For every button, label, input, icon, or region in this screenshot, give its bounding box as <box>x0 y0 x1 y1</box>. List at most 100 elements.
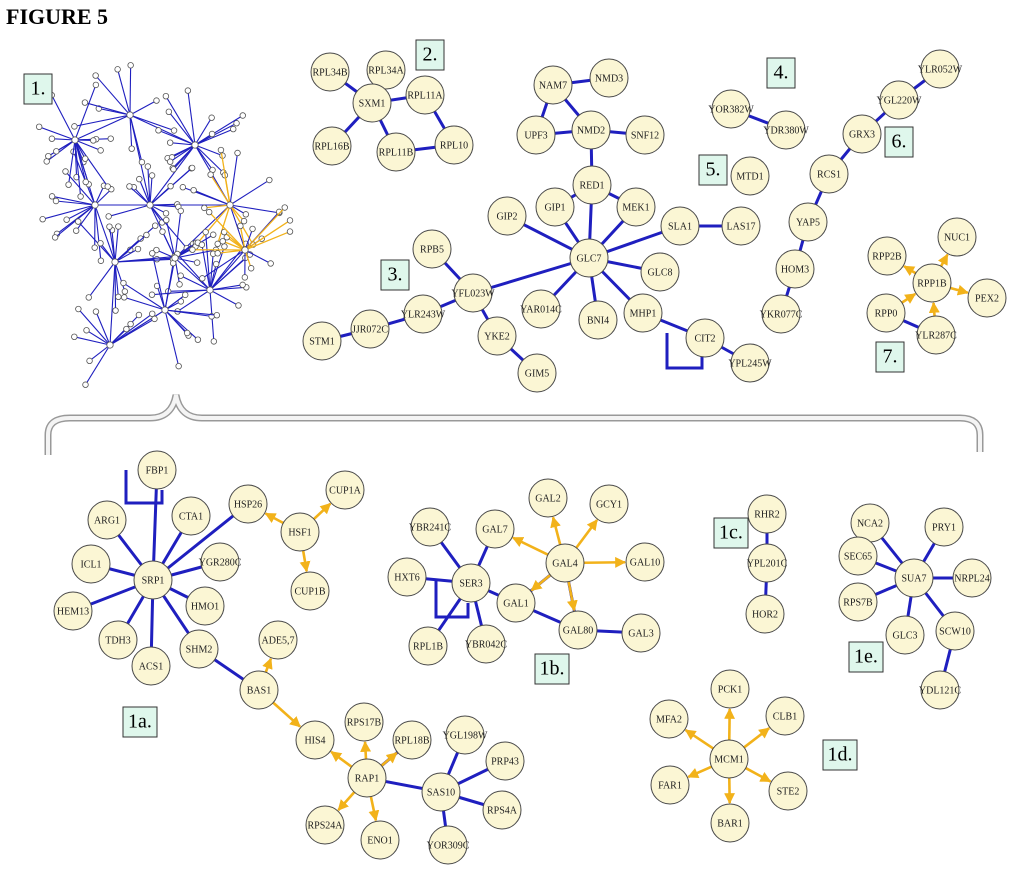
node-gal80[interactable]: GAL80 <box>558 610 598 650</box>
node-cta1[interactable]: CTA1 <box>171 496 211 536</box>
node-sua7[interactable]: SUA7 <box>894 558 934 598</box>
node-yar014c[interactable]: YAR014C <box>520 289 562 329</box>
node-rps7b[interactable]: RPS7B <box>838 582 878 622</box>
node-ypl245w[interactable]: YPL245W <box>728 343 772 383</box>
node-ylr052w[interactable]: YLR052W <box>918 49 963 89</box>
node-ydl121c[interactable]: YDL121C <box>919 670 962 710</box>
node-fbp1[interactable]: FBP1 <box>137 450 177 490</box>
node-ypl201c[interactable]: YPL201C <box>747 543 788 583</box>
node-nuc1[interactable]: NUC1 <box>937 217 977 257</box>
node-ygr280c[interactable]: YGR280C <box>199 542 242 582</box>
node-gim5[interactable]: GIM5 <box>517 353 557 393</box>
node-glc7[interactable]: GLC7 <box>569 238 609 278</box>
node-grx3[interactable]: GRX3 <box>842 114 882 154</box>
node-glc8[interactable]: GLC8 <box>640 252 680 292</box>
node-yap5[interactable]: YAP5 <box>788 202 828 242</box>
node-jjr072c[interactable]: JJR072C <box>350 309 390 349</box>
node-ylr287c[interactable]: YLR287C <box>915 315 957 355</box>
node-red1[interactable]: RED1 <box>572 165 612 205</box>
node-las17[interactable]: LAS17 <box>721 206 761 246</box>
node-hsp26[interactable]: HSP26 <box>228 484 268 524</box>
node-rps24a[interactable]: RPS24A <box>305 805 345 845</box>
node-ydr380w[interactable]: YDR380W <box>763 110 809 150</box>
node-rpb5[interactable]: RPB5 <box>412 229 452 269</box>
node-pry1[interactable]: PRY1 <box>924 507 964 547</box>
node-sla1[interactable]: SLA1 <box>660 206 700 246</box>
node-rpp2b[interactable]: RPP2B <box>867 236 907 276</box>
node-ygl220w[interactable]: YGL220W <box>877 80 923 120</box>
node-rps4a[interactable]: RPS4A <box>482 790 522 830</box>
node-rpl16b[interactable]: RPL16B <box>312 126 352 166</box>
node-sas10[interactable]: SAS10 <box>421 772 461 812</box>
node-rcs1[interactable]: RCS1 <box>809 154 849 194</box>
node-rhr2[interactable]: RHR2 <box>747 494 787 534</box>
node-rpl34b[interactable]: RPL34B <box>310 52 350 92</box>
node-ybr241c[interactable]: YBR241C <box>409 507 452 547</box>
node-acs1[interactable]: ACS1 <box>131 646 171 686</box>
node-bar1[interactable]: BAR1 <box>710 803 750 843</box>
node-pex2[interactable]: PEX2 <box>967 278 1007 318</box>
node-nmd3[interactable]: NMD3 <box>589 58 629 98</box>
node-bni4[interactable]: BNI4 <box>578 300 618 340</box>
node-ser3[interactable]: SER3 <box>451 563 491 603</box>
node-rpl34a[interactable]: RPL34A <box>366 50 406 90</box>
node-ade5-7[interactable]: ADE5,7 <box>258 620 298 660</box>
node-ybr042c[interactable]: YBR042C <box>465 624 508 664</box>
node-rpp0[interactable]: RPP0 <box>866 293 906 333</box>
node-sxm1[interactable]: SXM1 <box>352 83 392 123</box>
node-hem13[interactable]: HEM13 <box>53 591 93 631</box>
node-ygl198w[interactable]: YGL198W <box>443 715 489 755</box>
node-eno1[interactable]: ENO1 <box>360 820 400 860</box>
node-glc3[interactable]: GLC3 <box>885 615 925 655</box>
node-yfl023w[interactable]: YFL023W <box>451 273 495 313</box>
node-gcy1[interactable]: GCY1 <box>589 484 629 524</box>
node-tdh3[interactable]: TDH3 <box>98 620 138 660</box>
node-rpl11a[interactable]: RPL11A <box>405 75 445 115</box>
node-shm2[interactable]: SHM2 <box>179 629 219 669</box>
node-ylr243w[interactable]: YLR243W <box>401 294 446 334</box>
node-gal10[interactable]: GAL10 <box>625 542 665 582</box>
node-nam7[interactable]: NAM7 <box>533 65 573 105</box>
node-cup1a[interactable]: CUP1A <box>325 470 365 510</box>
node-yor309c[interactable]: YOR309C <box>427 825 470 865</box>
node-mfa2[interactable]: MFA2 <box>649 699 689 739</box>
node-nrpl24[interactable]: NRPL24 <box>952 558 992 598</box>
node-snf12[interactable]: SNF12 <box>625 115 665 155</box>
node-gal7[interactable]: GAL7 <box>475 509 515 549</box>
node-gal2[interactable]: GAL2 <box>528 478 568 518</box>
node-sec65[interactable]: SEC65 <box>838 536 878 576</box>
node-rps17b[interactable]: RPS17B <box>344 702 384 742</box>
node-mhp1[interactable]: MHP1 <box>623 293 663 333</box>
node-gip2[interactable]: GIP2 <box>487 196 527 236</box>
node-scw10[interactable]: SCW10 <box>935 611 975 651</box>
node-ste2[interactable]: STE2 <box>768 771 808 811</box>
node-rap1[interactable]: RAP1 <box>347 758 387 798</box>
node-prp43[interactable]: PRP43 <box>485 741 525 781</box>
node-srp1[interactable]: SRP1 <box>133 560 173 600</box>
node-hor2[interactable]: HOR2 <box>745 594 785 634</box>
node-far1[interactable]: FAR1 <box>650 765 690 805</box>
node-mcm1[interactable]: MCM1 <box>709 739 749 779</box>
node-nmd2[interactable]: NMD2 <box>571 110 611 150</box>
node-icl1[interactable]: ICL1 <box>71 544 111 584</box>
node-hom3[interactable]: HOM3 <box>775 249 815 289</box>
node-gal1[interactable]: GAL1 <box>496 583 536 623</box>
node-rpp1b[interactable]: RPP1B <box>912 263 952 303</box>
node-mek1[interactable]: MEK1 <box>616 187 656 227</box>
node-gip1[interactable]: GIP1 <box>535 187 575 227</box>
node-ykr077c[interactable]: YKR077C <box>760 294 803 334</box>
node-gal3[interactable]: GAL3 <box>621 613 661 653</box>
node-hxt6[interactable]: HXT6 <box>387 557 427 597</box>
node-clb1[interactable]: CLB1 <box>765 696 805 736</box>
node-arg1[interactable]: ARG1 <box>87 500 127 540</box>
node-rpl10[interactable]: RPL10 <box>434 125 474 165</box>
node-nca2[interactable]: NCA2 <box>850 503 890 543</box>
node-mtd1[interactable]: MTD1 <box>730 156 770 196</box>
node-rpl1b[interactable]: RPL1B <box>408 626 448 666</box>
node-cup1b[interactable]: CUP1B <box>290 571 330 611</box>
node-cit2[interactable]: CIT2 <box>685 318 725 358</box>
node-yor382w[interactable]: YOR382W <box>708 89 754 129</box>
node-rpl11b[interactable]: RPL11B <box>376 132 416 172</box>
node-hsf1[interactable]: HSF1 <box>280 512 320 552</box>
node-rpl18b[interactable]: RPL18B <box>392 720 432 760</box>
